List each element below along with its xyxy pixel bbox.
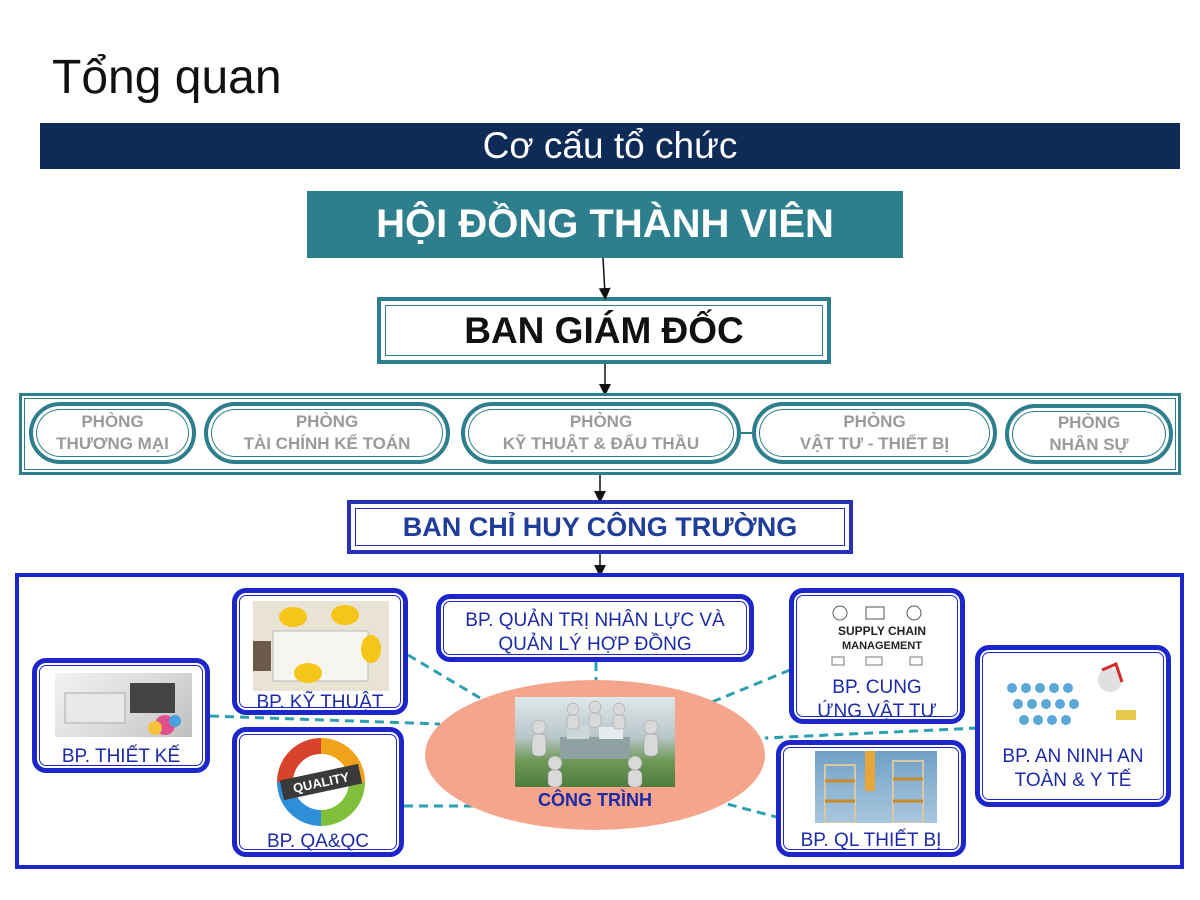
dept-materials: PHÒNG VẬT TƯ - THIẾT BỊ (752, 402, 997, 464)
dept-trade-line1: PHÒNG (81, 412, 144, 431)
unit-hr-label-1: BP. QUẢN TRỊ NHÂN LỰC VÀ (465, 610, 725, 631)
section-title: Cơ cấu tổ chức (482, 125, 738, 166)
equipment-image (815, 751, 937, 824)
dept-materials-line1: PHÒNG (843, 412, 906, 431)
hub-meeting-image (515, 697, 675, 788)
supply-image: SUPPLY CHAIN MANAGEMENT (818, 599, 946, 671)
supply-chain-title-1: SUPPLY CHAIN (838, 624, 926, 638)
unit-safety-label-1: BP. AN NINH AN (1002, 746, 1144, 767)
unit-supply-label-2: ỨNG VẬT TƯ (817, 701, 937, 722)
page-title: Tổng quan (52, 51, 282, 104)
construction-crane-graphic (824, 751, 924, 824)
supply-chain-title-2: MANAGEMENT (842, 640, 922, 652)
dept-finance-line2: TÀI CHÍNH KẾ TOÁN (243, 434, 411, 453)
link-safety (764, 726, 979, 740)
unit-supply-label-1: BP. CUNG (832, 677, 922, 698)
unit-qaqc-label: BP. QA&QC (266, 831, 370, 852)
unit-technical-label: BP. KỸ THUẬT (256, 692, 384, 713)
dept-engineering-line1: PHÒNG (569, 412, 633, 431)
site-command-box: BAN CHỈ HUY CÔNG TRƯỜNG (347, 500, 853, 554)
people-network-graphic (1007, 661, 1136, 725)
dept-trade: PHÒNG THƯƠNG MẠI (29, 402, 196, 464)
unit-equipment: BP. QL THIẾT BỊ (776, 740, 966, 857)
dept-materials-line2: VẬT TƯ - THIẾT BỊ (799, 434, 950, 453)
hardhat-team-graphic (253, 605, 381, 683)
dept-engineering: PHÒNG KỸ THUẬT & ĐẤU THẦU (461, 402, 741, 464)
unit-equipment-label: BP. QL THIẾT BỊ (800, 830, 942, 851)
arrow-board-directors (598, 257, 611, 300)
meeting-figures (531, 700, 659, 788)
supply-chain-graphic: SUPPLY CHAIN MANAGEMENT (831, 605, 926, 666)
dept-hr-line2: NHÂN SỰ (1049, 435, 1129, 454)
unit-qaqc: QUALITY BP. QA&QC (232, 727, 404, 857)
unit-hr-contract: BP. QUẢN TRỊ NHÂN LỰC VÀ QUẢN LÝ HỢP ĐỒN… (436, 594, 754, 662)
technical-image (253, 601, 389, 691)
link-design (209, 714, 441, 726)
hub-label: CÔNG TRÌNH (538, 790, 652, 810)
safety-image (998, 658, 1150, 732)
unit-design: BP. THIẾT KẾ (32, 658, 210, 773)
unit-design-label: BP. THIẾT KẾ (61, 746, 181, 767)
qaqc-image: QUALITY (265, 738, 377, 826)
site-units-frame (15, 573, 1184, 869)
dept-finance: PHÒNG TÀI CHÍNH KẾ TOÁN (204, 402, 450, 464)
dept-finance-line1: PHÒNG (295, 412, 359, 431)
dept-hr-line1: PHÒNG (1057, 413, 1121, 432)
quality-cycle-graphic: QUALITY (277, 738, 365, 826)
dept-hr: PHÒNG NHÂN SỰ (1005, 404, 1173, 464)
departments-band-inner (24, 398, 1176, 470)
unit-safety-label-2: TOÀN & Y TẾ (1014, 770, 1132, 791)
unit-supply: SUPPLY CHAIN MANAGEMENT BP. CUNG ỨNG VẬT… (789, 588, 965, 724)
section-header: Cơ cấu tổ chức (40, 123, 1180, 169)
dept-trade-line2: THƯƠNG MẠI (56, 434, 169, 453)
departments-band (19, 393, 1181, 475)
unit-hr-label-2: QUẢN LÝ HỢP ĐỒNG (498, 634, 692, 655)
unit-technical: BP. KỸ THUẬT (232, 588, 408, 715)
design-workspace-graphic (64, 683, 181, 735)
dept-engineering-line2: KỸ THUẬT & ĐẤU THẦU (502, 434, 700, 453)
board-box: HỘI ĐỒNG THÀNH VIÊN (307, 191, 903, 258)
design-image (55, 673, 192, 737)
unit-safety: BP. AN NINH AN TOÀN & Y TẾ (975, 645, 1171, 807)
link-equipment (711, 798, 781, 820)
